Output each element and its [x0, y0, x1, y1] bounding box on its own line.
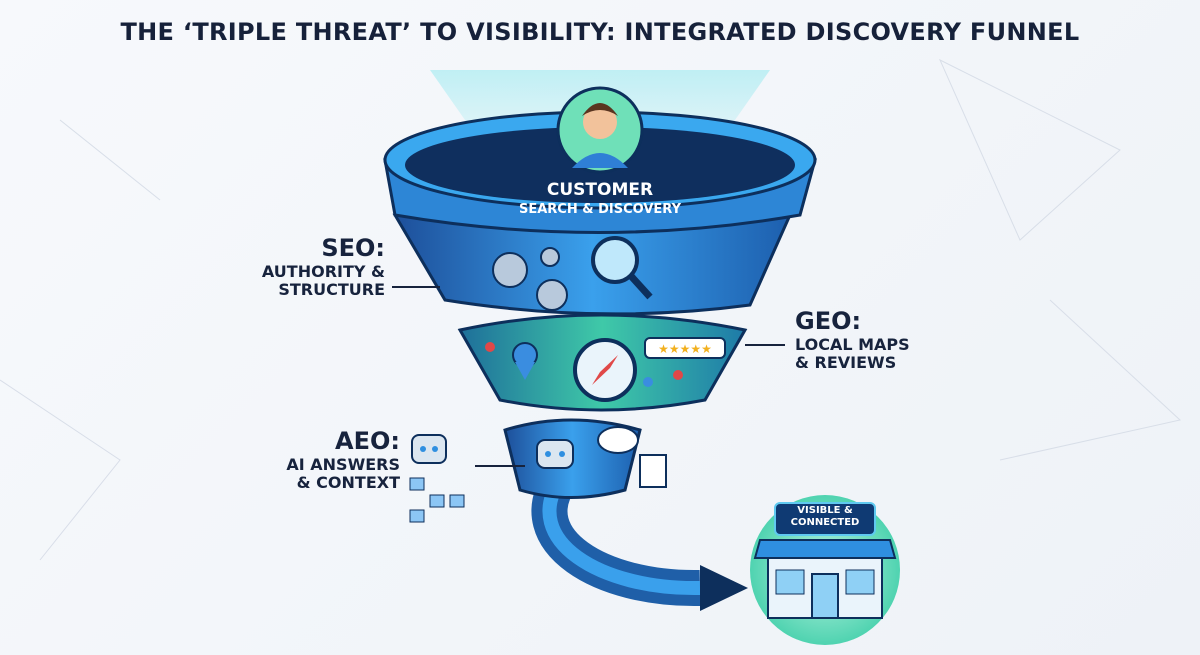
aeo-line2: & CONTEXT [296, 472, 400, 492]
funnel-top-sublabel: SEARCH & DISCOVERY [518, 202, 681, 217]
compass-icon [573, 338, 637, 402]
robot-icon [536, 439, 574, 469]
aeo-heading: AEO: [335, 427, 400, 455]
aeo-line1: AI ANSWERS [286, 454, 400, 474]
arrow-head-icon [700, 565, 748, 611]
magnifier-icon [591, 236, 653, 300]
geo-line1: LOCAL MAPS [795, 334, 910, 354]
gear-icon [492, 247, 568, 311]
seo-heading: SEO: [321, 234, 385, 262]
reviews-stars-icon: ★★★★★ [644, 337, 726, 359]
seo-line2: STRUCTURE [278, 279, 385, 299]
svg-text:★★★★★: ★★★★★ [658, 342, 712, 356]
store-sign-line1: VISIBLE & [797, 505, 853, 516]
seo-line1: AUTHORITY & [261, 261, 385, 281]
store-sign-line2: CONNECTED [790, 517, 860, 528]
chat-bubble-icon [597, 426, 639, 454]
geo-label: GEO: LOCAL MAPS & REVIEWS [795, 307, 910, 372]
document-icon [639, 454, 667, 488]
background-lines [0, 58, 1182, 561]
robot-flowchart-icon [409, 434, 465, 523]
store-awning [753, 539, 897, 559]
store-sign: VISIBLE & CONNECTED [775, 505, 875, 529]
seo-label: SEO: AUTHORITY & STRUCTURE [200, 234, 385, 299]
page-title: THE ‘TRIPLE THREAT’ TO VISIBILITY: INTEG… [120, 18, 1080, 46]
map-pin-icon [512, 342, 538, 380]
geo-line2: & REVIEWS [795, 352, 897, 372]
geo-heading: GEO: [795, 307, 862, 335]
aeo-label: AEO: AI ANSWERS & CONTEXT [210, 427, 400, 492]
funnel-top-label: CUSTOMER [546, 180, 654, 200]
